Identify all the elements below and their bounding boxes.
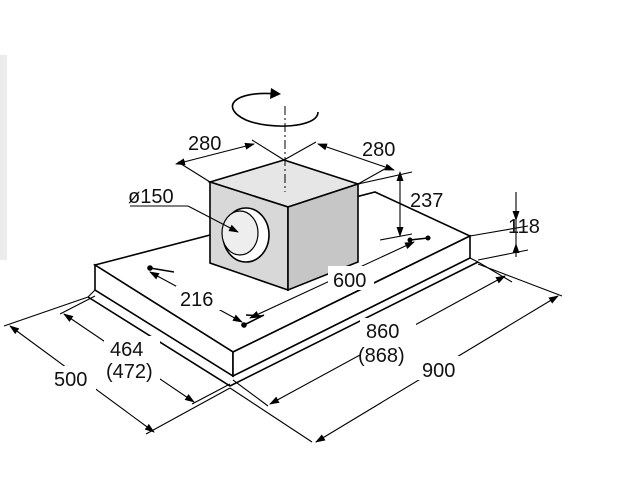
- dim-box-height: 237: [357, 171, 443, 241]
- label-box-width: 280: [362, 139, 395, 161]
- label-duct-diameter: ø150: [128, 186, 174, 208]
- label-hood-thickness: 118: [508, 216, 540, 238]
- label-inner-depth-alt: (472): [106, 361, 153, 383]
- dim-duct-diameter: ø150: [128, 186, 239, 233]
- label-inner-width: 860: [366, 321, 399, 343]
- left-edge-strip: [0, 55, 7, 260]
- rotation-arrow-icon: [231, 88, 319, 127]
- dim-total-depth: 500: [3, 296, 231, 435]
- label-slot-spacing: 600: [333, 270, 366, 292]
- label-total-width: 900: [422, 360, 455, 382]
- label-inner-width-alt: (868): [358, 345, 405, 367]
- label-inner-depth: 464: [110, 339, 143, 361]
- label-box-depth: 280: [188, 133, 221, 155]
- dim-box-width: 280: [283, 139, 395, 185]
- hood-lip-right-end: [469, 257, 479, 263]
- dim-total-width: 900: [229, 263, 563, 443]
- label-total-depth: 500: [54, 369, 87, 391]
- label-box-height: 237: [410, 190, 443, 212]
- duct-outlet-inner: [221, 210, 259, 256]
- dim-bracket-spacing: 216: [149, 271, 243, 323]
- label-bracket-spacing: 216: [180, 289, 213, 311]
- dim-box-depth: 280: [175, 133, 285, 183]
- hood-lip-left-end: [87, 289, 96, 298]
- dim-hood-thickness: 118: [469, 192, 540, 261]
